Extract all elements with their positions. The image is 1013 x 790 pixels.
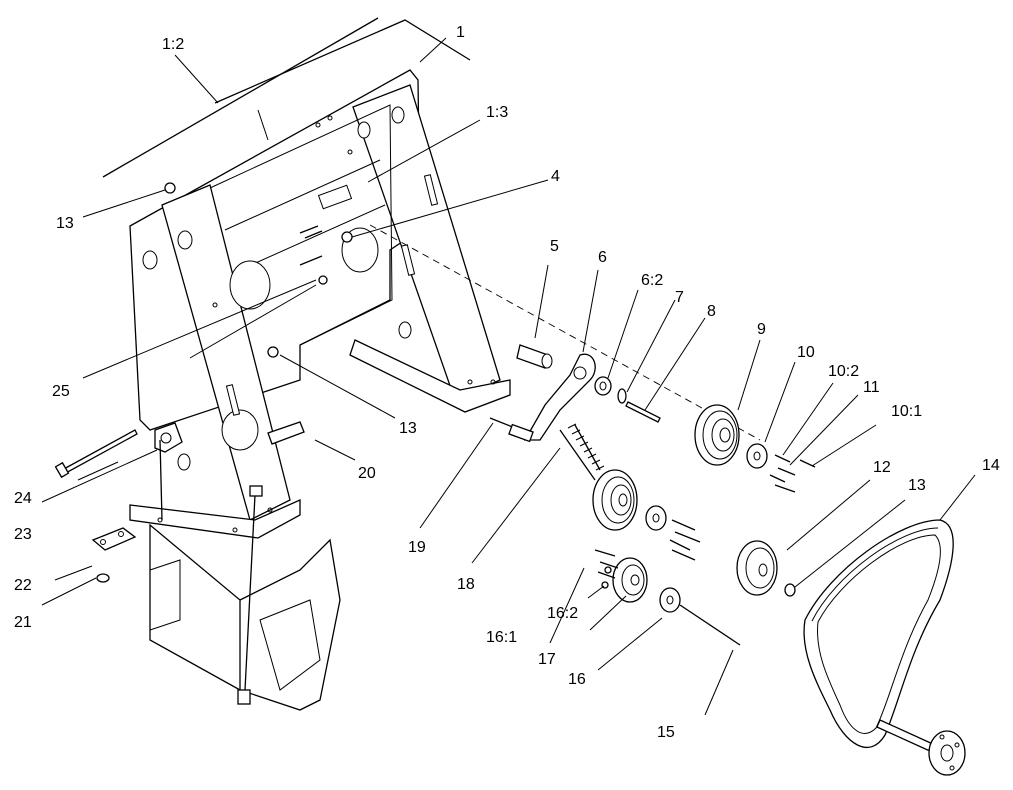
callout-11: 11 (863, 379, 880, 396)
idler-assembly (369, 224, 761, 481)
callout-25: 25 (52, 383, 70, 400)
main-frame (91, 17, 511, 711)
callout-13-mid: 13 (399, 420, 417, 437)
callout-24: 24 (14, 490, 32, 507)
belt-and-shaft (803, 519, 966, 776)
callout-7: 7 (675, 289, 684, 306)
callout-16-2: 16:2 (547, 605, 578, 622)
callout-21: 21 (14, 614, 32, 631)
callout-16-1: 16:1 (486, 629, 517, 646)
callout-23: 23 (14, 526, 32, 543)
callout-6-2: 6:2 (641, 272, 663, 289)
hardware (54, 182, 353, 705)
callout-22: 22 (14, 577, 32, 594)
callout-1-3: 1:3 (486, 104, 508, 121)
callout-1-2: 1:2 (162, 36, 184, 53)
pulleys (592, 404, 816, 646)
callout-8: 8 (707, 303, 716, 320)
callout-1: 1 (456, 24, 465, 41)
callout-labels: 1 1:2 1:3 4 13 5 6 6:2 7 8 9 10 10:2 11 … (14, 24, 1000, 741)
callout-10-1: 10:1 (891, 403, 922, 420)
callout-13-top: 13 (56, 215, 74, 232)
callout-9: 9 (757, 321, 766, 338)
callout-18: 18 (457, 576, 475, 593)
callout-4: 4 (551, 168, 560, 185)
callout-10-2: 10:2 (828, 363, 859, 380)
callout-17: 17 (538, 651, 556, 668)
callout-10: 10 (797, 344, 815, 361)
callout-15: 15 (657, 724, 675, 741)
callout-6: 6 (598, 249, 607, 266)
callout-12: 12 (873, 459, 891, 476)
callout-20: 20 (358, 465, 376, 482)
callout-13-right: 13 (908, 477, 926, 494)
callout-5: 5 (550, 238, 559, 255)
callout-19: 19 (408, 539, 426, 556)
leader-lines (41, 37, 976, 716)
callout-14: 14 (982, 457, 1000, 474)
callout-16: 16 (568, 671, 586, 688)
